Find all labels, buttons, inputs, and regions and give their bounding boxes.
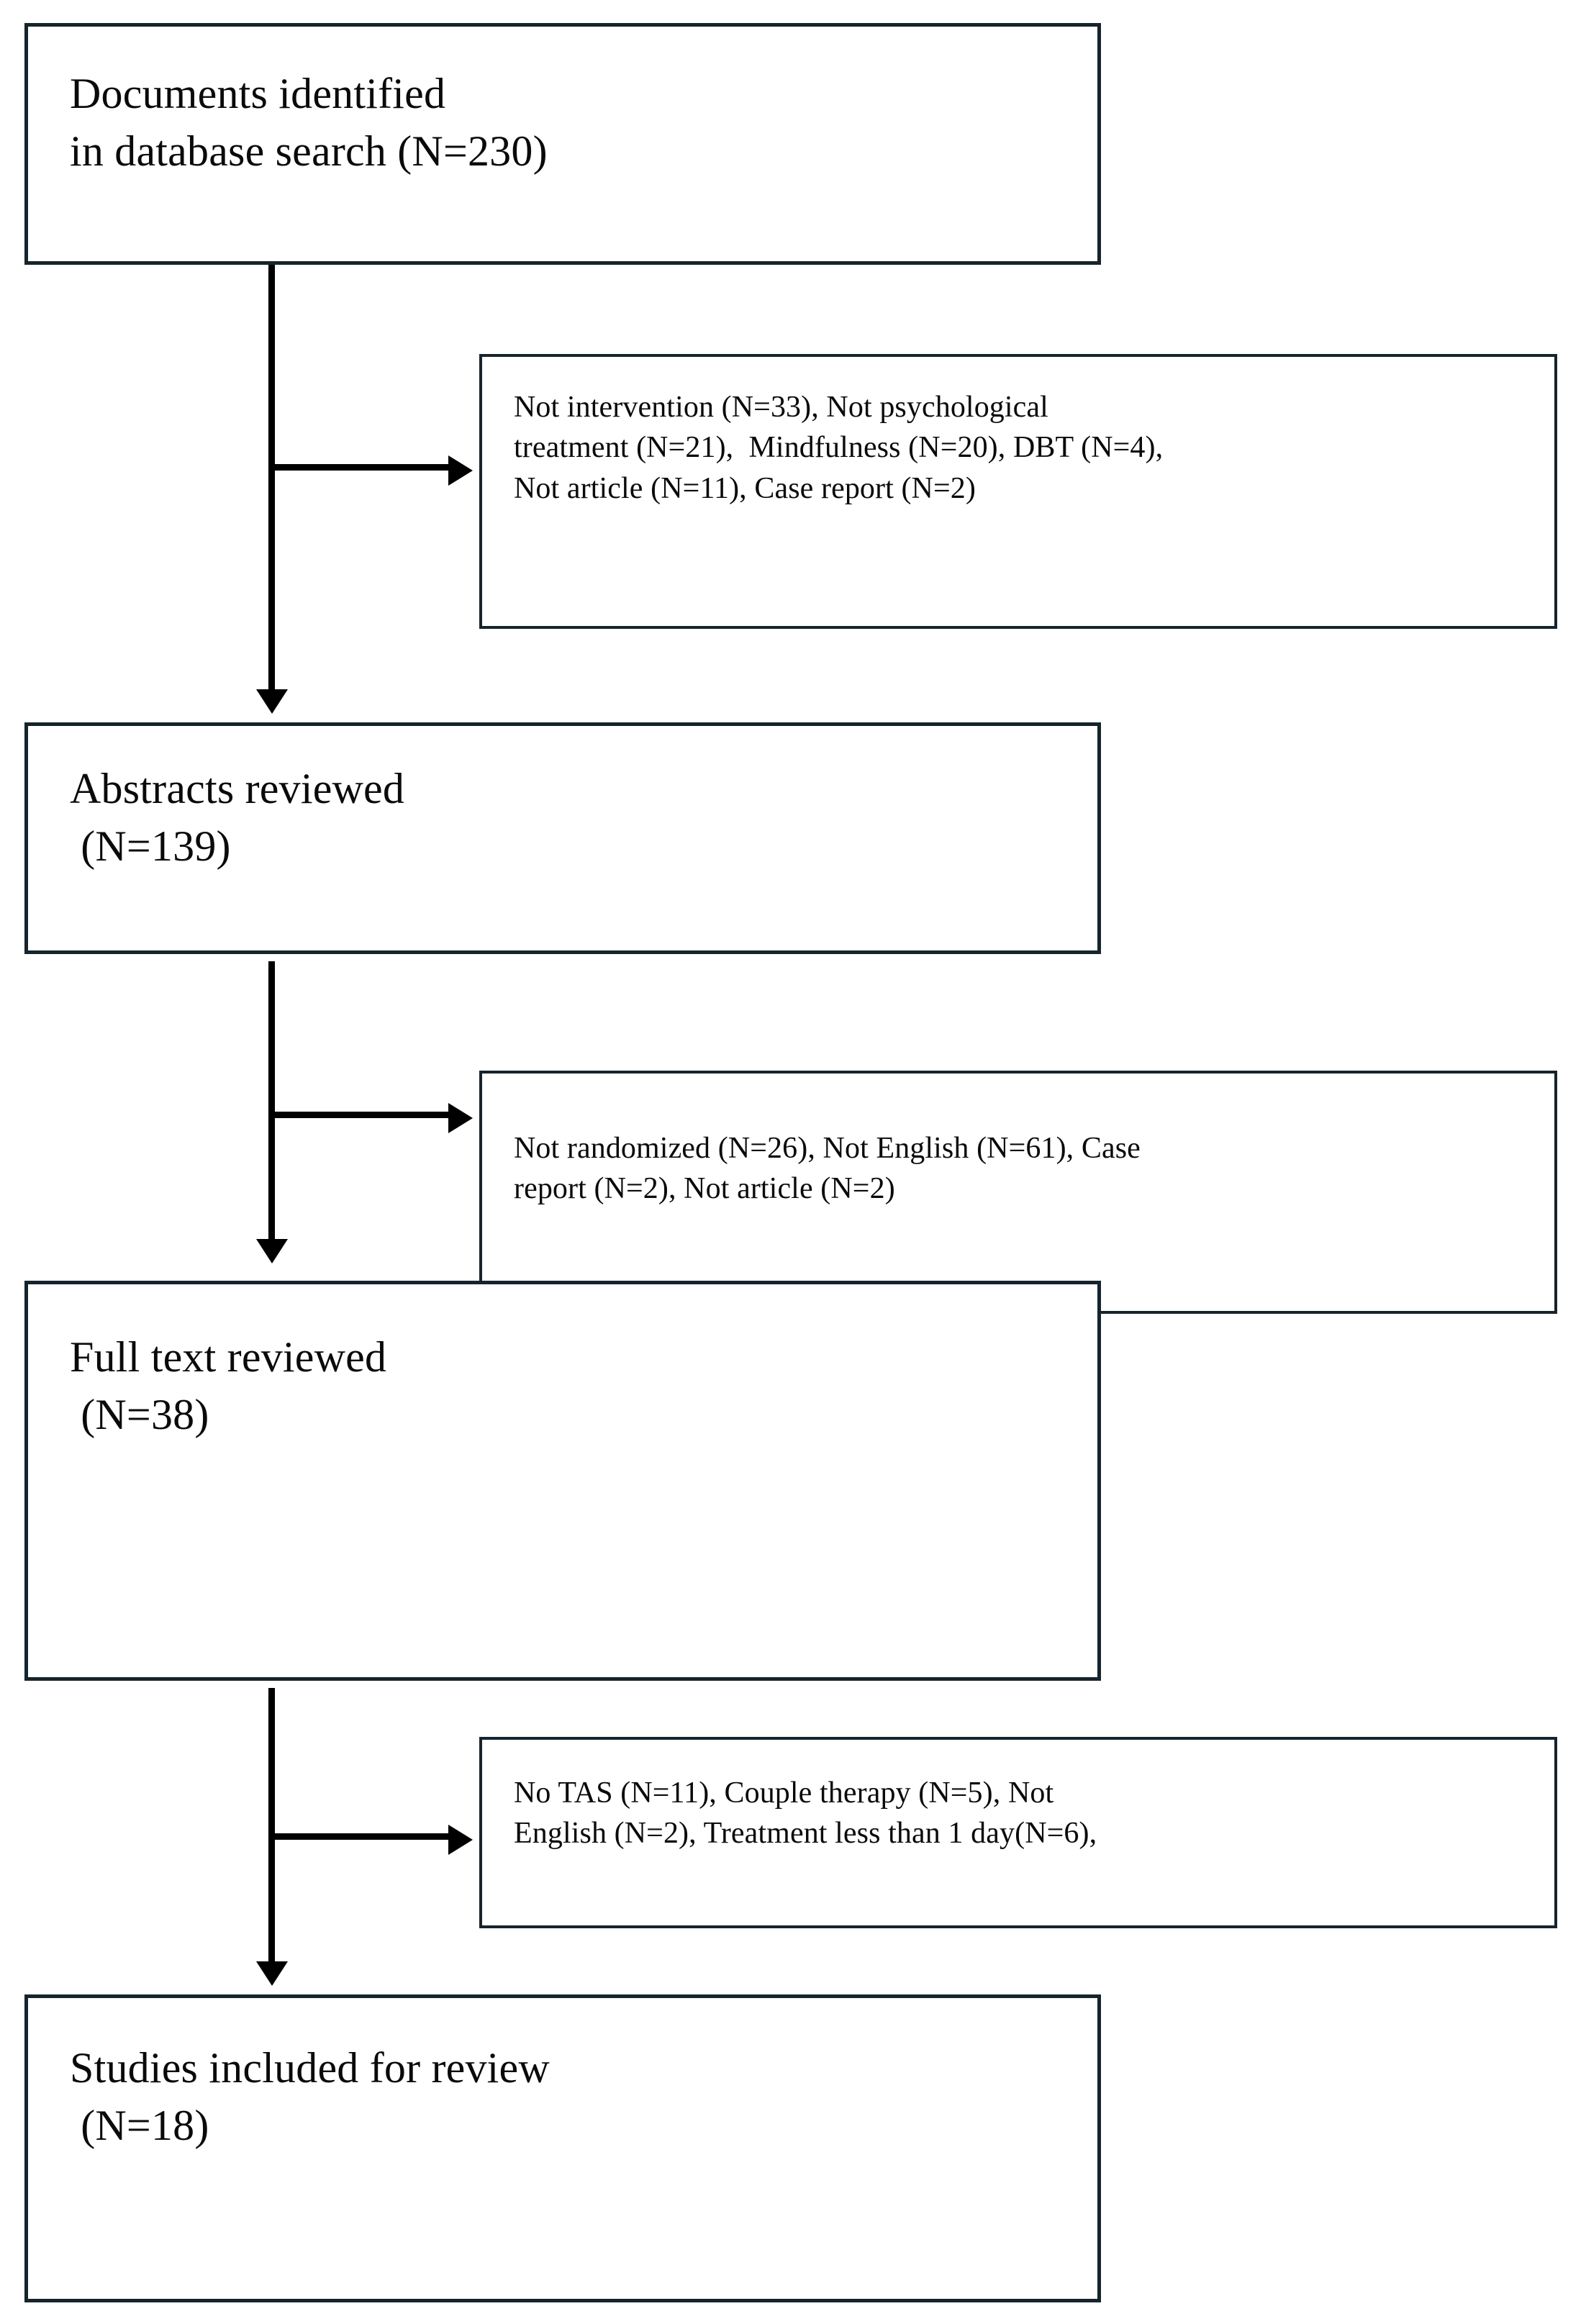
connector-branch-3	[268, 1833, 453, 1840]
exclusion-1-line1: Not intervention (N=33), Not psychologic…	[514, 391, 1048, 424]
exclusion-3-line1: No TAS (N=11), Couple therapy (N=5), Not	[514, 1776, 1054, 1810]
stage-abstracts-line2: (N=139)	[70, 822, 231, 870]
exclusion-3-line2: English (N=2), Treatment less than 1 day…	[514, 1817, 1097, 1851]
stage-box-fulltext-text: Full text reviewed (N=38)	[70, 1329, 1077, 1444]
connector-branch-1	[268, 464, 453, 471]
stage-box-included-text: Studies included for review (N=18)	[70, 2040, 1077, 2155]
connector-trunk-3	[268, 1688, 275, 1971]
exclusion-box-1: Not intervention (N=33), Not psychologic…	[479, 354, 1557, 629]
stage-box-abstracts-text: Abstracts reviewed (N=139)	[70, 761, 1077, 876]
connector-trunk-1	[268, 265, 275, 704]
connector-arrowhead-right-2	[448, 1103, 473, 1133]
exclusion-box-3: No TAS (N=11), Couple therapy (N=5), Not…	[479, 1737, 1557, 1928]
stage-box-identified: Documents identified in database search (…	[24, 23, 1101, 265]
stage-box-identified-text: Documents identified in database search (…	[70, 65, 1077, 181]
connector-branch-2	[268, 1112, 453, 1118]
exclusion-1-line2: treatment (N=21), Mindfulness (N=20), DB…	[514, 431, 1164, 465]
connector-arrowhead-right-1	[448, 455, 473, 486]
stage-fulltext-line1: Full text reviewed	[70, 1333, 387, 1381]
stage-box-fulltext: Full text reviewed (N=38)	[24, 1281, 1101, 1681]
connector-trunk-2	[268, 961, 275, 1252]
stage-box-abstracts: Abstracts reviewed (N=139)	[24, 722, 1101, 954]
stage-included-line2: (N=18)	[70, 2101, 209, 2149]
stage-identified-line1: Documents identified	[70, 70, 446, 117]
stage-fulltext-line2: (N=38)	[70, 1390, 209, 1438]
exclusion-box-2-text: Not randomized (N=26), Not English (N=61…	[514, 1128, 1536, 1209]
exclusion-2-line1: Not randomized (N=26), Not English (N=61…	[514, 1132, 1141, 1165]
exclusion-box-2: Not randomized (N=26), Not English (N=61…	[479, 1071, 1557, 1314]
exclusion-box-1-text: Not intervention (N=33), Not psychologic…	[514, 387, 1536, 509]
exclusion-box-3-text: No TAS (N=11), Couple therapy (N=5), Not…	[514, 1773, 1536, 1854]
stage-identified-line2: in database search (N=230)	[70, 127, 548, 175]
stage-box-included: Studies included for review (N=18)	[24, 1994, 1101, 2302]
exclusion-2-line2: report (N=2), Not article (N=2)	[514, 1172, 895, 1206]
exclusion-1-line3: Not article (N=11), Case report (N=2)	[514, 471, 976, 505]
stage-abstracts-line1: Abstracts reviewed	[70, 765, 405, 812]
connector-arrowhead-right-3	[448, 1825, 473, 1855]
connector-arrowhead-down-2	[256, 1239, 288, 1263]
connector-arrowhead-down-3	[256, 1961, 288, 1986]
stage-included-line1: Studies included for review	[70, 2044, 550, 2092]
connector-arrowhead-down-1	[256, 689, 288, 714]
